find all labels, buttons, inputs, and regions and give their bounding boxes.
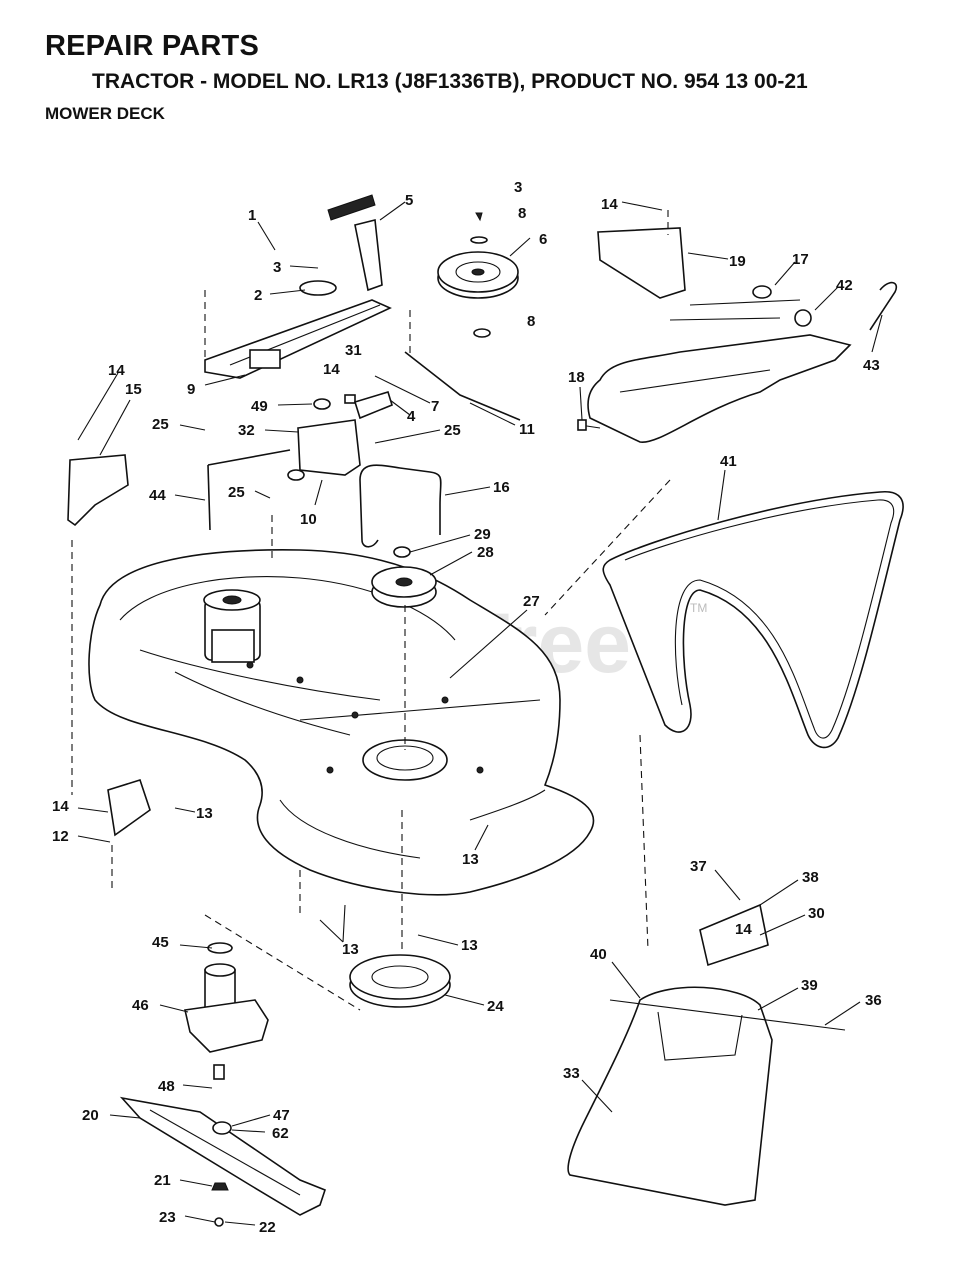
callout-3: 3 xyxy=(273,259,281,276)
callout-3: 3 xyxy=(514,179,522,196)
callout-14: 14 xyxy=(735,921,752,938)
callout-30: 30 xyxy=(808,905,825,922)
callout-7: 7 xyxy=(431,398,439,415)
blade-part xyxy=(119,1096,326,1227)
callout-31: 31 xyxy=(345,342,362,359)
callout-39: 39 xyxy=(801,977,818,994)
callout-40: 40 xyxy=(590,946,607,963)
callout-42: 42 xyxy=(836,277,853,294)
callout-14: 14 xyxy=(52,798,69,815)
callout-13: 13 xyxy=(462,851,479,868)
callout-36: 36 xyxy=(865,992,882,1009)
callout-19: 19 xyxy=(729,253,746,270)
callout-13: 13 xyxy=(196,805,213,822)
callout-17: 17 xyxy=(792,251,809,268)
callout-46: 46 xyxy=(132,997,149,1014)
lift-frame-part xyxy=(577,227,898,443)
callout-12: 12 xyxy=(52,828,69,845)
callout-33: 33 xyxy=(563,1065,580,1082)
callout-45: 45 xyxy=(152,934,169,951)
page-title: REPAIR PARTS xyxy=(45,30,260,62)
callout-44: 44 xyxy=(149,487,166,504)
alignment-lines xyxy=(71,210,671,1011)
drive-belt-part xyxy=(602,491,904,749)
callout-22: 22 xyxy=(259,1219,276,1236)
callout-8: 8 xyxy=(518,205,526,222)
callout-4: 4 xyxy=(407,408,416,425)
side-bracket-part xyxy=(67,351,521,837)
callout-37: 37 xyxy=(690,858,707,875)
callout-32: 32 xyxy=(238,422,255,439)
callout-16: 16 xyxy=(493,479,510,496)
callout-20: 20 xyxy=(82,1107,99,1124)
callout-18: 18 xyxy=(568,369,585,386)
callout-62: 62 xyxy=(272,1125,289,1142)
leader-lines xyxy=(77,201,883,1226)
belt-guide-part xyxy=(287,391,442,548)
callout-13: 13 xyxy=(342,941,359,958)
callout-5: 5 xyxy=(405,192,413,209)
callout-29: 29 xyxy=(474,526,491,543)
callout-24: 24 xyxy=(487,998,504,1015)
callout-23: 23 xyxy=(159,1209,176,1226)
spindle-part xyxy=(184,942,269,1080)
callout-8: 8 xyxy=(527,313,535,330)
idler-pulley-part xyxy=(437,212,519,338)
callout-13: 13 xyxy=(461,937,478,954)
callout-27: 27 xyxy=(523,593,540,610)
callout-41: 41 xyxy=(720,453,737,470)
callout-9: 9 xyxy=(187,381,195,398)
callout-15: 15 xyxy=(125,381,142,398)
callout-labels: 1 3 2 5 3 8 6 8 14 19 17 42 43 18 9 31 1… xyxy=(52,179,882,1236)
callout-14: 14 xyxy=(601,196,618,213)
callout-28: 28 xyxy=(477,544,494,561)
callout-38: 38 xyxy=(802,869,819,886)
svg-text:TM: TM xyxy=(690,601,707,615)
callout-43: 43 xyxy=(863,357,880,374)
bearing-housing-part xyxy=(349,954,451,1008)
callout-2: 2 xyxy=(254,287,262,304)
callout-25: 25 xyxy=(152,416,169,433)
callout-1: 1 xyxy=(248,207,256,224)
callout-21: 21 xyxy=(154,1172,171,1189)
model-subtitle: TRACTOR - MODEL NO. LR13 (J8F1336TB), PR… xyxy=(92,70,808,93)
callout-10: 10 xyxy=(300,511,317,528)
section-title: MOWER DECK xyxy=(45,104,165,123)
callout-6: 6 xyxy=(539,231,547,248)
callout-49: 49 xyxy=(251,398,268,415)
center-pulley-part xyxy=(371,546,437,608)
callout-25: 25 xyxy=(444,422,461,439)
callout-14: 14 xyxy=(323,361,340,378)
callout-14: 14 xyxy=(108,362,125,379)
callout-25: 25 xyxy=(228,484,245,501)
callout-47: 47 xyxy=(273,1107,290,1124)
callout-11: 11 xyxy=(519,421,535,438)
deflector-part xyxy=(567,903,846,1206)
idler-bracket-plate xyxy=(204,194,392,379)
callout-48: 48 xyxy=(158,1078,175,1095)
